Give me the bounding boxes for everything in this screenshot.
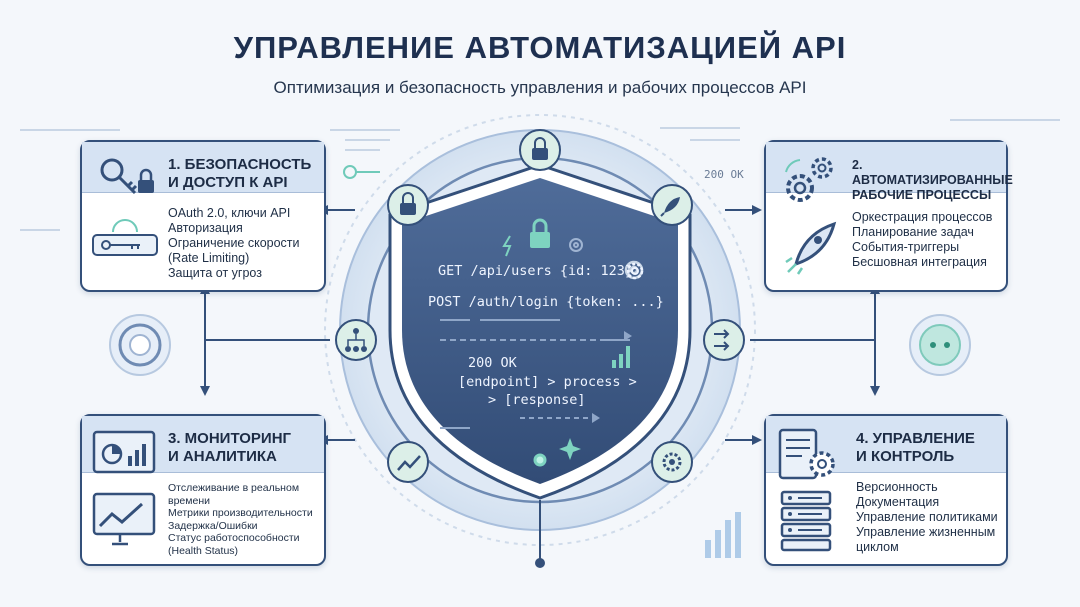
code-line-response: > [response] — [488, 392, 586, 408]
list-item: Планирование задач — [852, 225, 974, 239]
card-title: 2. АВТОМАТИЗИРОВАННЫЕ РАБОЧИЕ ПРОЦЕССЫ — [852, 158, 1013, 202]
chart-line-icon — [387, 441, 429, 483]
card-item-list: OAuth 2.0, ключи API Авторизация Огранич… — [168, 206, 300, 281]
dashboard-icon — [92, 430, 156, 474]
monitor-icon — [92, 492, 156, 546]
list-item: Управление политиками — [856, 510, 998, 524]
list-item: (Health Status) — [168, 544, 239, 557]
connectors — [204, 209, 876, 560]
shield-gear-icon — [569, 238, 583, 252]
side-status-label: 200 OK — [704, 168, 744, 181]
list-item: Управление жизненным — [856, 525, 996, 539]
signal-arc-icon — [112, 219, 138, 233]
card-header — [766, 142, 1006, 193]
code-gear-icon — [626, 262, 644, 280]
list-item: (Rate Limiting) — [168, 251, 250, 265]
code-line-get: GET /api/users {id: 123} — [438, 263, 634, 279]
card-security: 1. БЕЗОПАСНОСТЬ И ДОСТУП К API OAuth 2.0… — [80, 140, 326, 292]
list-item: времени — [168, 494, 210, 507]
gear-icon — [785, 157, 833, 202]
key-icon — [100, 158, 154, 195]
rocket-icon — [785, 221, 837, 275]
card-governance: 4. УПРАВЛЕНИЕ И КОНТРОЛЬ Версионность До… — [764, 414, 1008, 566]
shield-bars — [612, 346, 630, 368]
list-item: Документация — [856, 495, 940, 509]
gear-icon — [651, 441, 693, 483]
list-item: циклом — [856, 540, 899, 554]
flow-icon — [703, 319, 745, 361]
card-title: 4. УПРАВЛЕНИЕ И КОНТРОЛЬ — [856, 430, 975, 465]
card-title: 1. БЕЗОПАСНОСТЬ И ДОСТУП К API — [168, 156, 312, 191]
card-title: 3. МОНИТОРИНГ И АНАЛИТИКА — [168, 430, 292, 465]
card-monitoring: 3. МОНИТОРИНГ И АНАЛИТИКА Отслеживание в… — [80, 414, 326, 566]
list-item: Версионность — [856, 480, 938, 494]
list-item: Авторизация — [168, 221, 243, 235]
server-icon — [780, 490, 832, 552]
card-workflows: 2. АВТОМАТИЗИРОВАННЫЕ РАБОЧИЕ ПРОЦЕССЫ О… — [764, 140, 1013, 292]
card-item-list: Отслеживание в реальном времени Метрики … — [168, 482, 313, 558]
lock-icon — [519, 129, 561, 171]
list-item: Статус работоспособности — [168, 532, 300, 545]
lock-icon — [387, 184, 429, 226]
left-target-circle — [109, 314, 171, 376]
list-item: События-триггеры — [852, 240, 960, 254]
list-item: OAuth 2.0, ключи API — [168, 206, 291, 220]
page-title: УПРАВЛЕНИЕ АВТОМАТИЗАЦИЕЙ API — [233, 30, 847, 65]
list-item: Задержка/Ошибки — [168, 519, 258, 532]
list-item: Оркестрация процессов — [852, 210, 993, 224]
code-line-post: POST /auth/login {token: ...} — [428, 294, 664, 310]
decor-lines — [20, 119, 1060, 231]
list-item: Отслеживание в реальном — [168, 482, 300, 494]
right-target-circle — [909, 314, 971, 376]
bar-chart-decor — [705, 512, 741, 558]
page-subtitle: Оптимизация и безопасность управления и … — [273, 78, 807, 97]
hierarchy-icon — [335, 319, 377, 361]
card-item-list: Оркестрация процессов Планирование задач… — [852, 210, 992, 270]
list-item: Бесшовная интеграция — [852, 255, 987, 269]
code-line-process: [endpoint] > process > — [458, 374, 637, 390]
list-item: Защита от угроз — [168, 266, 262, 280]
card-item-list: Версионность Документация Управление пол… — [856, 480, 998, 555]
list-item: Метрики производительности — [168, 507, 313, 520]
code-line-status: 200 OK — [468, 355, 517, 371]
api-key-icon — [92, 234, 158, 256]
rocket-icon — [651, 184, 693, 226]
document-gear-icon — [778, 428, 835, 480]
list-item: Ограничение скорости — [168, 236, 300, 250]
shield-lock-icon — [530, 218, 550, 248]
